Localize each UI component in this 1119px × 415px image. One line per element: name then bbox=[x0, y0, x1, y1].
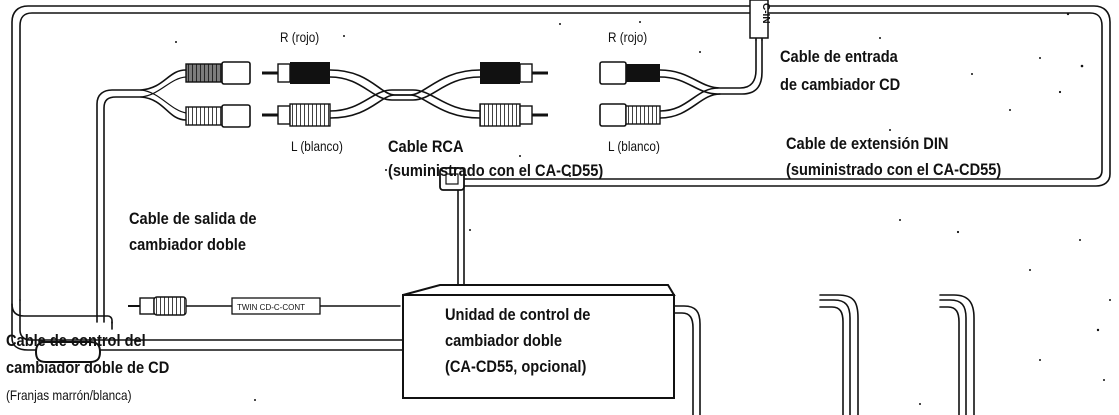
label-l-right: L (blanco) bbox=[608, 138, 660, 154]
label-din-line2: (suministrado con el CA-CD55) bbox=[786, 160, 1002, 179]
control-unit-box bbox=[402, 284, 676, 399]
right-white-socket bbox=[599, 103, 661, 127]
changer-output-cable bbox=[11, 299, 406, 351]
label-unit-line3: (CA-CD55, opcional) bbox=[445, 357, 587, 376]
label-din-line1: Cable de extensión DIN bbox=[786, 134, 949, 153]
twin-tag-text: TWIN CD-C-CONT bbox=[237, 303, 305, 312]
label-output-line2: cambiador doble bbox=[129, 235, 246, 254]
changer-cable-end bbox=[34, 341, 102, 363]
rca-plug-white-left bbox=[262, 103, 331, 127]
label-unit-line2: cambiador doble bbox=[445, 331, 562, 350]
label-cd-input-line2: de cambiador CD bbox=[780, 75, 901, 94]
label-cd-input-line1: Cable de entrada bbox=[780, 47, 898, 66]
right-red-socket bbox=[599, 61, 660, 85]
left-white-socket bbox=[185, 104, 251, 128]
label-unit-line1: Unidad de control de bbox=[445, 305, 591, 324]
rca-cable bbox=[329, 69, 481, 119]
label-rca-line2: (suministrado con el CA-CD55) bbox=[388, 161, 604, 180]
label-r-right: R (rojo) bbox=[608, 29, 648, 45]
label-output-line1: Cable de salida de bbox=[129, 209, 257, 228]
rca-plug-red-mid bbox=[480, 62, 548, 84]
rca-plug-red-left bbox=[262, 62, 330, 84]
label-rca-line1: Cable RCA bbox=[388, 137, 464, 156]
label-control-line1: Cable de control del bbox=[6, 331, 146, 350]
label-control-line2: cambiador doble de CD bbox=[6, 358, 170, 377]
rca-plug-white-mid bbox=[479, 103, 548, 127]
c-in-tag: C-IN bbox=[749, 0, 771, 39]
control-cable-plug bbox=[128, 296, 187, 316]
din-extension-cable bbox=[11, 5, 1111, 330]
label-control-line3: (Franjas marrón/blanca) bbox=[6, 387, 132, 403]
label-r-left: R (rojo) bbox=[280, 29, 320, 45]
din-connector bbox=[439, 167, 465, 191]
left-black-socket bbox=[185, 61, 251, 85]
twin-cd-c-cont-tag: TWIN CD-C-CONT bbox=[231, 297, 321, 315]
label-l-left: L (blanco) bbox=[291, 138, 343, 154]
c-in-text: C-IN bbox=[760, 3, 771, 24]
